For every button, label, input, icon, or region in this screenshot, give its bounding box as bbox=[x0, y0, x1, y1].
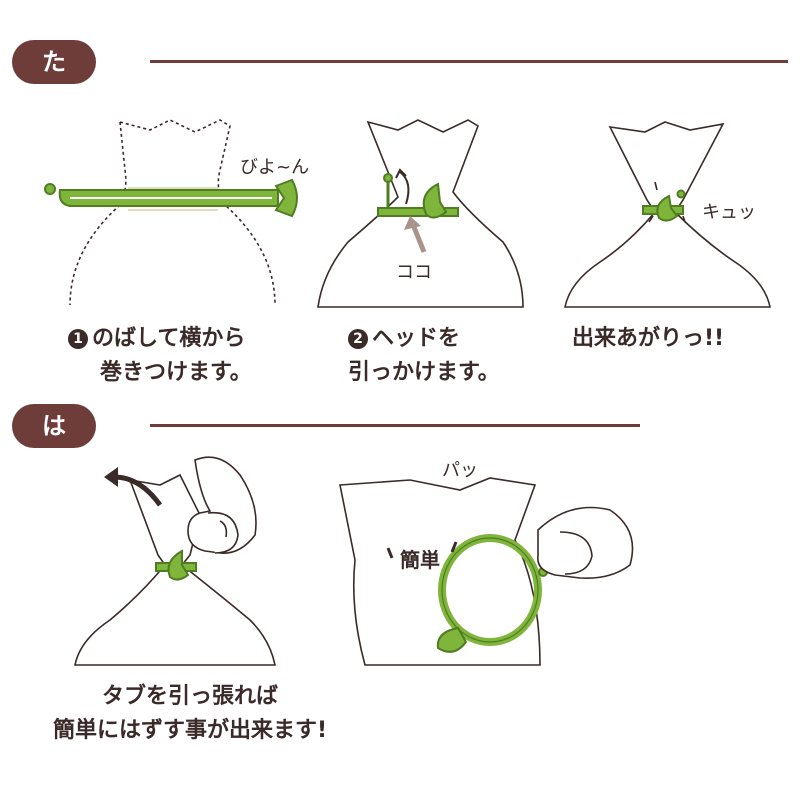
section-rule-wrap bbox=[150, 60, 788, 63]
label-here: ココ bbox=[396, 262, 432, 283]
step-2-line2: 引っかけます。 bbox=[348, 360, 500, 385]
illustration-released bbox=[339, 477, 634, 666]
step-2-line1: ヘッドを bbox=[372, 326, 461, 351]
band-head bbox=[422, 182, 448, 219]
band-head-5 bbox=[436, 626, 468, 653]
illustration-pull-tab bbox=[74, 456, 276, 666]
plastic-bag-5 bbox=[339, 477, 541, 666]
label-easy: 簡単 bbox=[400, 548, 440, 572]
remove-caption-line1: タブを引っ張れば bbox=[101, 684, 278, 709]
section-title-remove: はずし方 bbox=[12, 404, 96, 572]
step-3-caption: 出来あがりっ!! bbox=[572, 322, 724, 356]
label-stretch: びよ~ん bbox=[240, 157, 310, 178]
step-1-number: 1 bbox=[68, 329, 88, 349]
exclaim-lines-icon-2 bbox=[386, 541, 458, 559]
step-2-number: 2 bbox=[348, 329, 368, 349]
remove-caption: タブを引っ張れば 簡単にはずす事が出来ます! bbox=[0, 680, 380, 748]
hand-icon bbox=[187, 456, 257, 554]
illustration-finished bbox=[564, 121, 771, 308]
exclaim-lines-icon bbox=[648, 181, 686, 223]
hair-tie-band bbox=[44, 178, 298, 218]
remove-caption-line2: 簡単にはずす事が出来ます! bbox=[52, 718, 328, 743]
curved-arrow-icon-2 bbox=[113, 474, 163, 507]
step-1-line2: 巻きつけます。 bbox=[100, 360, 252, 385]
illustration-hook bbox=[317, 119, 524, 308]
section-title-wrap: たばね方 bbox=[12, 40, 96, 208]
label-pop: パッ bbox=[442, 460, 478, 481]
label-tight: キュッ bbox=[702, 202, 756, 223]
illustration-stretch bbox=[44, 119, 298, 306]
plastic-bag-dotted bbox=[69, 119, 276, 306]
step-1-line1: のばして横から bbox=[92, 326, 246, 351]
band-head-3 bbox=[656, 194, 679, 222]
curved-arrow-icon bbox=[399, 171, 410, 205]
hand-icon-2 bbox=[537, 506, 634, 580]
section-rule-remove bbox=[150, 424, 640, 427]
step-3-line1: 出来あがりっ!! bbox=[572, 326, 725, 351]
